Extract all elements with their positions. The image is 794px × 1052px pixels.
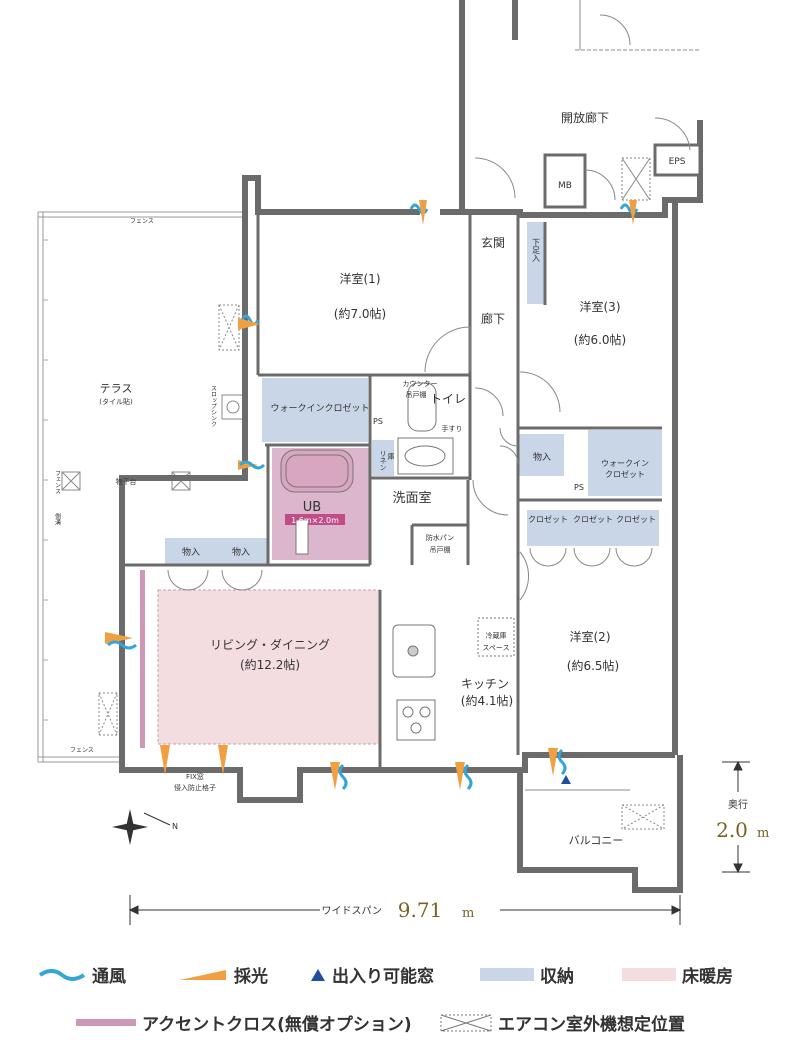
slop-sink-icon <box>221 394 245 420</box>
accent-cloth-wall <box>140 570 145 748</box>
inner-walls <box>120 210 662 770</box>
open-corridor <box>474 0 702 209</box>
room-entrance: 玄関 <box>481 235 505 250</box>
room-terrace-note: (タイル貼) <box>99 397 133 406</box>
room-western3-name: 洋室(3) <box>580 299 621 314</box>
storage-handrail: 手すり <box>442 424 463 433</box>
legend-storage: 収納 <box>480 962 574 987</box>
room-kitchen-name: キッチン <box>461 677 509 691</box>
doors <box>167 326 653 791</box>
storage-counter: カウンター <box>403 379 438 388</box>
legend-access-window: 出入り可能窓 <box>310 962 434 987</box>
triangle-icon <box>311 968 325 981</box>
legend-ventilation: 通風 <box>38 962 126 987</box>
room-ub-size: 1.6m×2.0m <box>291 516 339 525</box>
label-fix-window-1: FIX窓 <box>186 772 204 781</box>
room-washroom: 洗面室 <box>392 490 431 506</box>
storage-fills <box>165 222 662 566</box>
floor-plan: N 洋室(1) (約7.0帖) 洋室(3) (約6.0帖) 洋室(2) (約6.… <box>37 0 769 925</box>
label-ps-1: PS <box>373 417 383 426</box>
width-unit: m <box>462 906 474 921</box>
storage-fridge-line2: スペース <box>482 644 509 652</box>
storage-cupboard-wash: 吊戸棚 <box>430 545 451 554</box>
width-label: ワイドスパン <box>322 905 383 917</box>
storage-fridge-line1: 冷蔵庫 <box>486 631 507 640</box>
label-fence-top: フェンス <box>130 218 154 225</box>
legend-daylight: 採光 <box>178 962 268 987</box>
svg-text:N: N <box>172 822 178 831</box>
storage-cupboard-toilet: 吊戸棚 <box>406 390 427 399</box>
storage-monoire-3: 物入 <box>533 451 551 463</box>
depth-value: 2.0 <box>716 818 748 842</box>
room-balcony: バルコニー <box>569 834 624 847</box>
room-open-corridor: 開放廊下 <box>561 110 609 125</box>
label-fence-side: フェンス <box>54 470 61 494</box>
label-ps-2: PS <box>574 483 584 492</box>
legend-accent-cloth: アクセントクロス(無償オプション) <box>76 1010 412 1035</box>
storage-linen-line1: リネン <box>379 450 387 471</box>
storage-closet-2: クロゼット <box>573 514 613 524</box>
depth-unit: m <box>757 826 769 841</box>
storage-wic1: ウォークインクロゼット <box>270 402 369 414</box>
accent-swatch <box>76 1019 136 1026</box>
ac-unit-icon <box>98 304 240 736</box>
room-terrace: テラス <box>100 382 133 395</box>
ac-unit-legend-icon <box>440 1014 492 1031</box>
storage-closet-3: クロゼット <box>616 514 656 524</box>
room-kitchen-size: (約4.1帖) <box>461 693 513 708</box>
dimension-lines <box>128 760 750 925</box>
ventilation-icon <box>38 968 86 981</box>
label-mb: MB <box>558 181 572 191</box>
storage-wic3-line1: ウォークイン <box>601 459 649 468</box>
room-hallway: 廊下 <box>481 311 505 326</box>
room-ub: UB <box>303 500 321 515</box>
legend: 通風 採光 出入り可能窓 収納 床暖房 アクセントクロス(無償オプション) エア… <box>0 950 794 1050</box>
room-western2-size: (約6.5帖) <box>567 658 619 673</box>
depth-label: 奥行 <box>728 798 748 811</box>
room-living-size: (約12.2帖) <box>240 657 300 672</box>
room-western1-name: 洋室(1) <box>340 271 381 286</box>
width-value: 9.71 <box>398 898 443 922</box>
label-fix-window-2: 侵入防止格子 <box>174 783 216 792</box>
floor-heating-area <box>157 589 381 745</box>
label-slop-sink: スロップシンク <box>210 385 217 427</box>
compass-icon: N <box>112 809 178 845</box>
storage-linen-line2: 庫 <box>387 452 395 461</box>
kitchen-equipment <box>295 382 515 741</box>
walls <box>119 0 703 893</box>
ac-unit-balcony-icon <box>621 804 665 830</box>
label-eps: EPS <box>669 157 686 167</box>
room-toilet: トイレ <box>430 392 466 406</box>
storage-monoire-2: 物入 <box>232 546 250 558</box>
storage-shoes: 下足入 <box>532 238 541 262</box>
label-drying: 物干台 <box>116 477 137 486</box>
storage-swatch <box>480 968 534 981</box>
storage-monoire-1: 物入 <box>182 546 200 558</box>
legend-floor-heating: 床暖房 <box>622 962 733 987</box>
room-western2-name: 洋室(2) <box>570 629 611 644</box>
storage-wic3-line2: クロゼット <box>605 469 645 479</box>
room-living-name: リビング・ダイニング <box>210 637 330 652</box>
storage-waterproof: 防水パン <box>426 533 454 542</box>
label-fence-bottom: フェンス <box>70 747 94 754</box>
window-markers <box>105 200 639 791</box>
legend-ac-unit: エアコン室外機想定位置 <box>440 1010 685 1035</box>
room-western1-size: (約7.0帖) <box>334 306 386 321</box>
daylight-icon <box>180 969 226 980</box>
storage-closet-1: クロゼット <box>528 514 568 524</box>
label-side-ditch: 側溝 <box>54 512 61 526</box>
room-western3-size: (約6.0帖) <box>574 332 626 347</box>
floor-heating-swatch <box>622 968 676 981</box>
